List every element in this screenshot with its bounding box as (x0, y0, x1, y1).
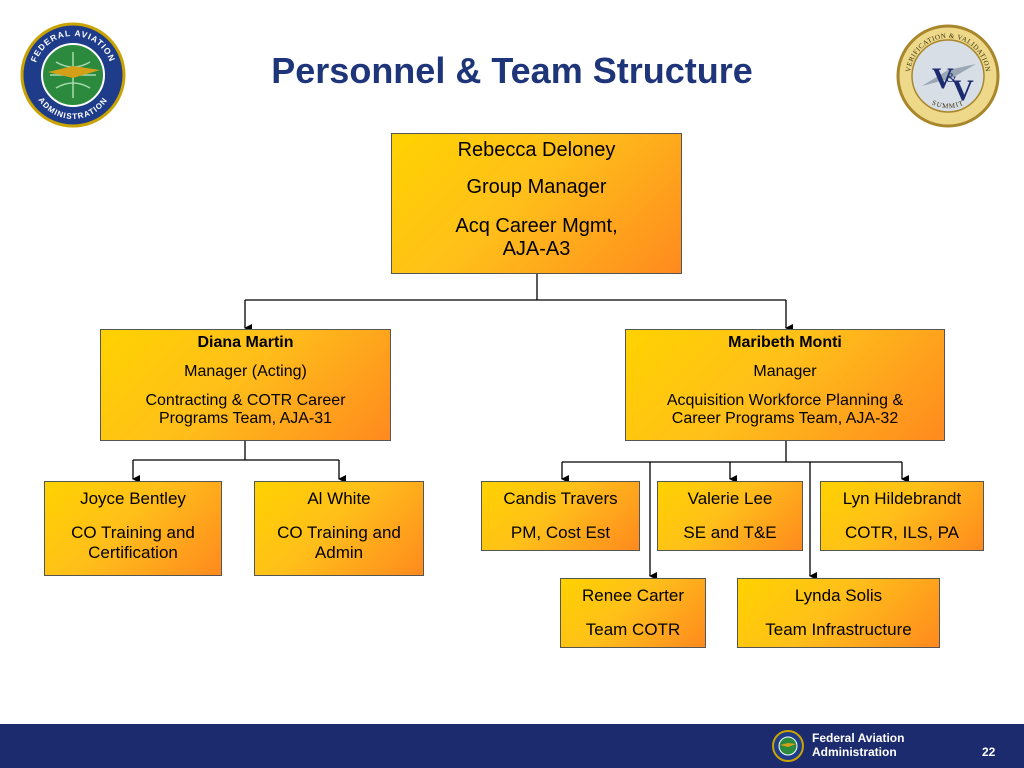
vv-ampersand: & (946, 71, 957, 86)
org-box-diana-martin: Diana Martin Manager (Acting) Contractin… (100, 329, 391, 441)
candis-name: Candis Travers (503, 489, 618, 508)
lyn-name: Lyn Hildebrandt (842, 489, 962, 508)
org-box-candis-travers: Candis Travers PM, Cost Est (481, 481, 640, 551)
maribeth-name: Maribeth Monti (728, 334, 842, 351)
footer-faa-logo-icon (772, 730, 804, 762)
lynda-name: Lynda Solis (794, 586, 883, 605)
joyce-line2: Certification (88, 543, 178, 562)
footer-line1: Federal Aviation (812, 731, 905, 745)
valerie-name: Valerie Lee (687, 489, 773, 508)
valerie-line1: SE and T&E (683, 523, 777, 542)
renee-name: Renee Carter (581, 586, 685, 605)
rebecca-org-line1: Acq Career Mgmt, (455, 215, 618, 237)
footer-line2: Administration (812, 745, 897, 759)
maribeth-role: Manager (753, 363, 817, 380)
org-box-rebecca-deloney: Rebecca Deloney Group Manager Acq Career… (391, 133, 682, 274)
lynda-line1: Team Infrastructure (765, 620, 912, 639)
maribeth-org-line1: Acquisition Workforce Planning & (666, 392, 904, 409)
vv-v-letter-left: V (932, 62, 954, 95)
diana-org-line1: Contracting & COTR Career (145, 392, 346, 409)
al-name: Al White (307, 489, 371, 508)
page-title: Personnel & Team Structure (271, 50, 753, 91)
org-box-joyce-bentley: Joyce Bentley CO Training and Certificat… (44, 481, 222, 576)
faa-logo: FEDERAL AVIATION ADMINISTRATION (20, 22, 126, 128)
candis-line1: PM, Cost Est (510, 523, 611, 542)
joyce-line1: CO Training and (71, 523, 195, 542)
org-box-al-white: Al White CO Training and Admin (254, 481, 424, 576)
maribeth-org-line2: Career Programs Team, AJA-32 (671, 410, 899, 427)
diana-role: Manager (Acting) (184, 363, 307, 380)
footer-bar: Federal Aviation Administration 22 (0, 724, 1024, 768)
page-number: 22 (982, 745, 996, 759)
svg-text:SUMMIT: SUMMIT (931, 99, 965, 111)
footer-agency-name: Federal Aviation Administration (812, 731, 904, 759)
al-line1: CO Training and (277, 523, 401, 542)
vv-summit-logo: V & V VERIFICATION & VALIDATION SUMMIT (896, 24, 1000, 128)
lyn-line1: COTR, ILS, PA (845, 523, 959, 542)
org-box-maribeth-monti: Maribeth Monti Manager Acquisition Workf… (625, 329, 945, 441)
org-box-lyn-hildebrandt: Lyn Hildebrandt COTR, ILS, PA (820, 481, 984, 551)
rebecca-role: Group Manager (466, 176, 607, 198)
org-connectors (132, 274, 909, 580)
org-box-lynda-solis: Lynda Solis Team Infrastructure (737, 578, 940, 648)
renee-line1: Team COTR (585, 620, 681, 639)
diana-org-line2: Programs Team, AJA-31 (158, 410, 333, 427)
org-box-valerie-lee: Valerie Lee SE and T&E (657, 481, 803, 551)
vv-v-letter-right: V (952, 74, 974, 107)
org-box-renee-carter: Renee Carter Team COTR (560, 578, 706, 648)
vv-logo-bottom-text: SUMMIT (931, 99, 964, 111)
rebecca-name: Rebecca Deloney (457, 139, 616, 161)
rebecca-org-line2: AJA-A3 (502, 238, 571, 260)
joyce-name: Joyce Bentley (80, 489, 186, 508)
diana-name: Diana Martin (197, 334, 294, 351)
al-line2: Admin (314, 543, 364, 562)
